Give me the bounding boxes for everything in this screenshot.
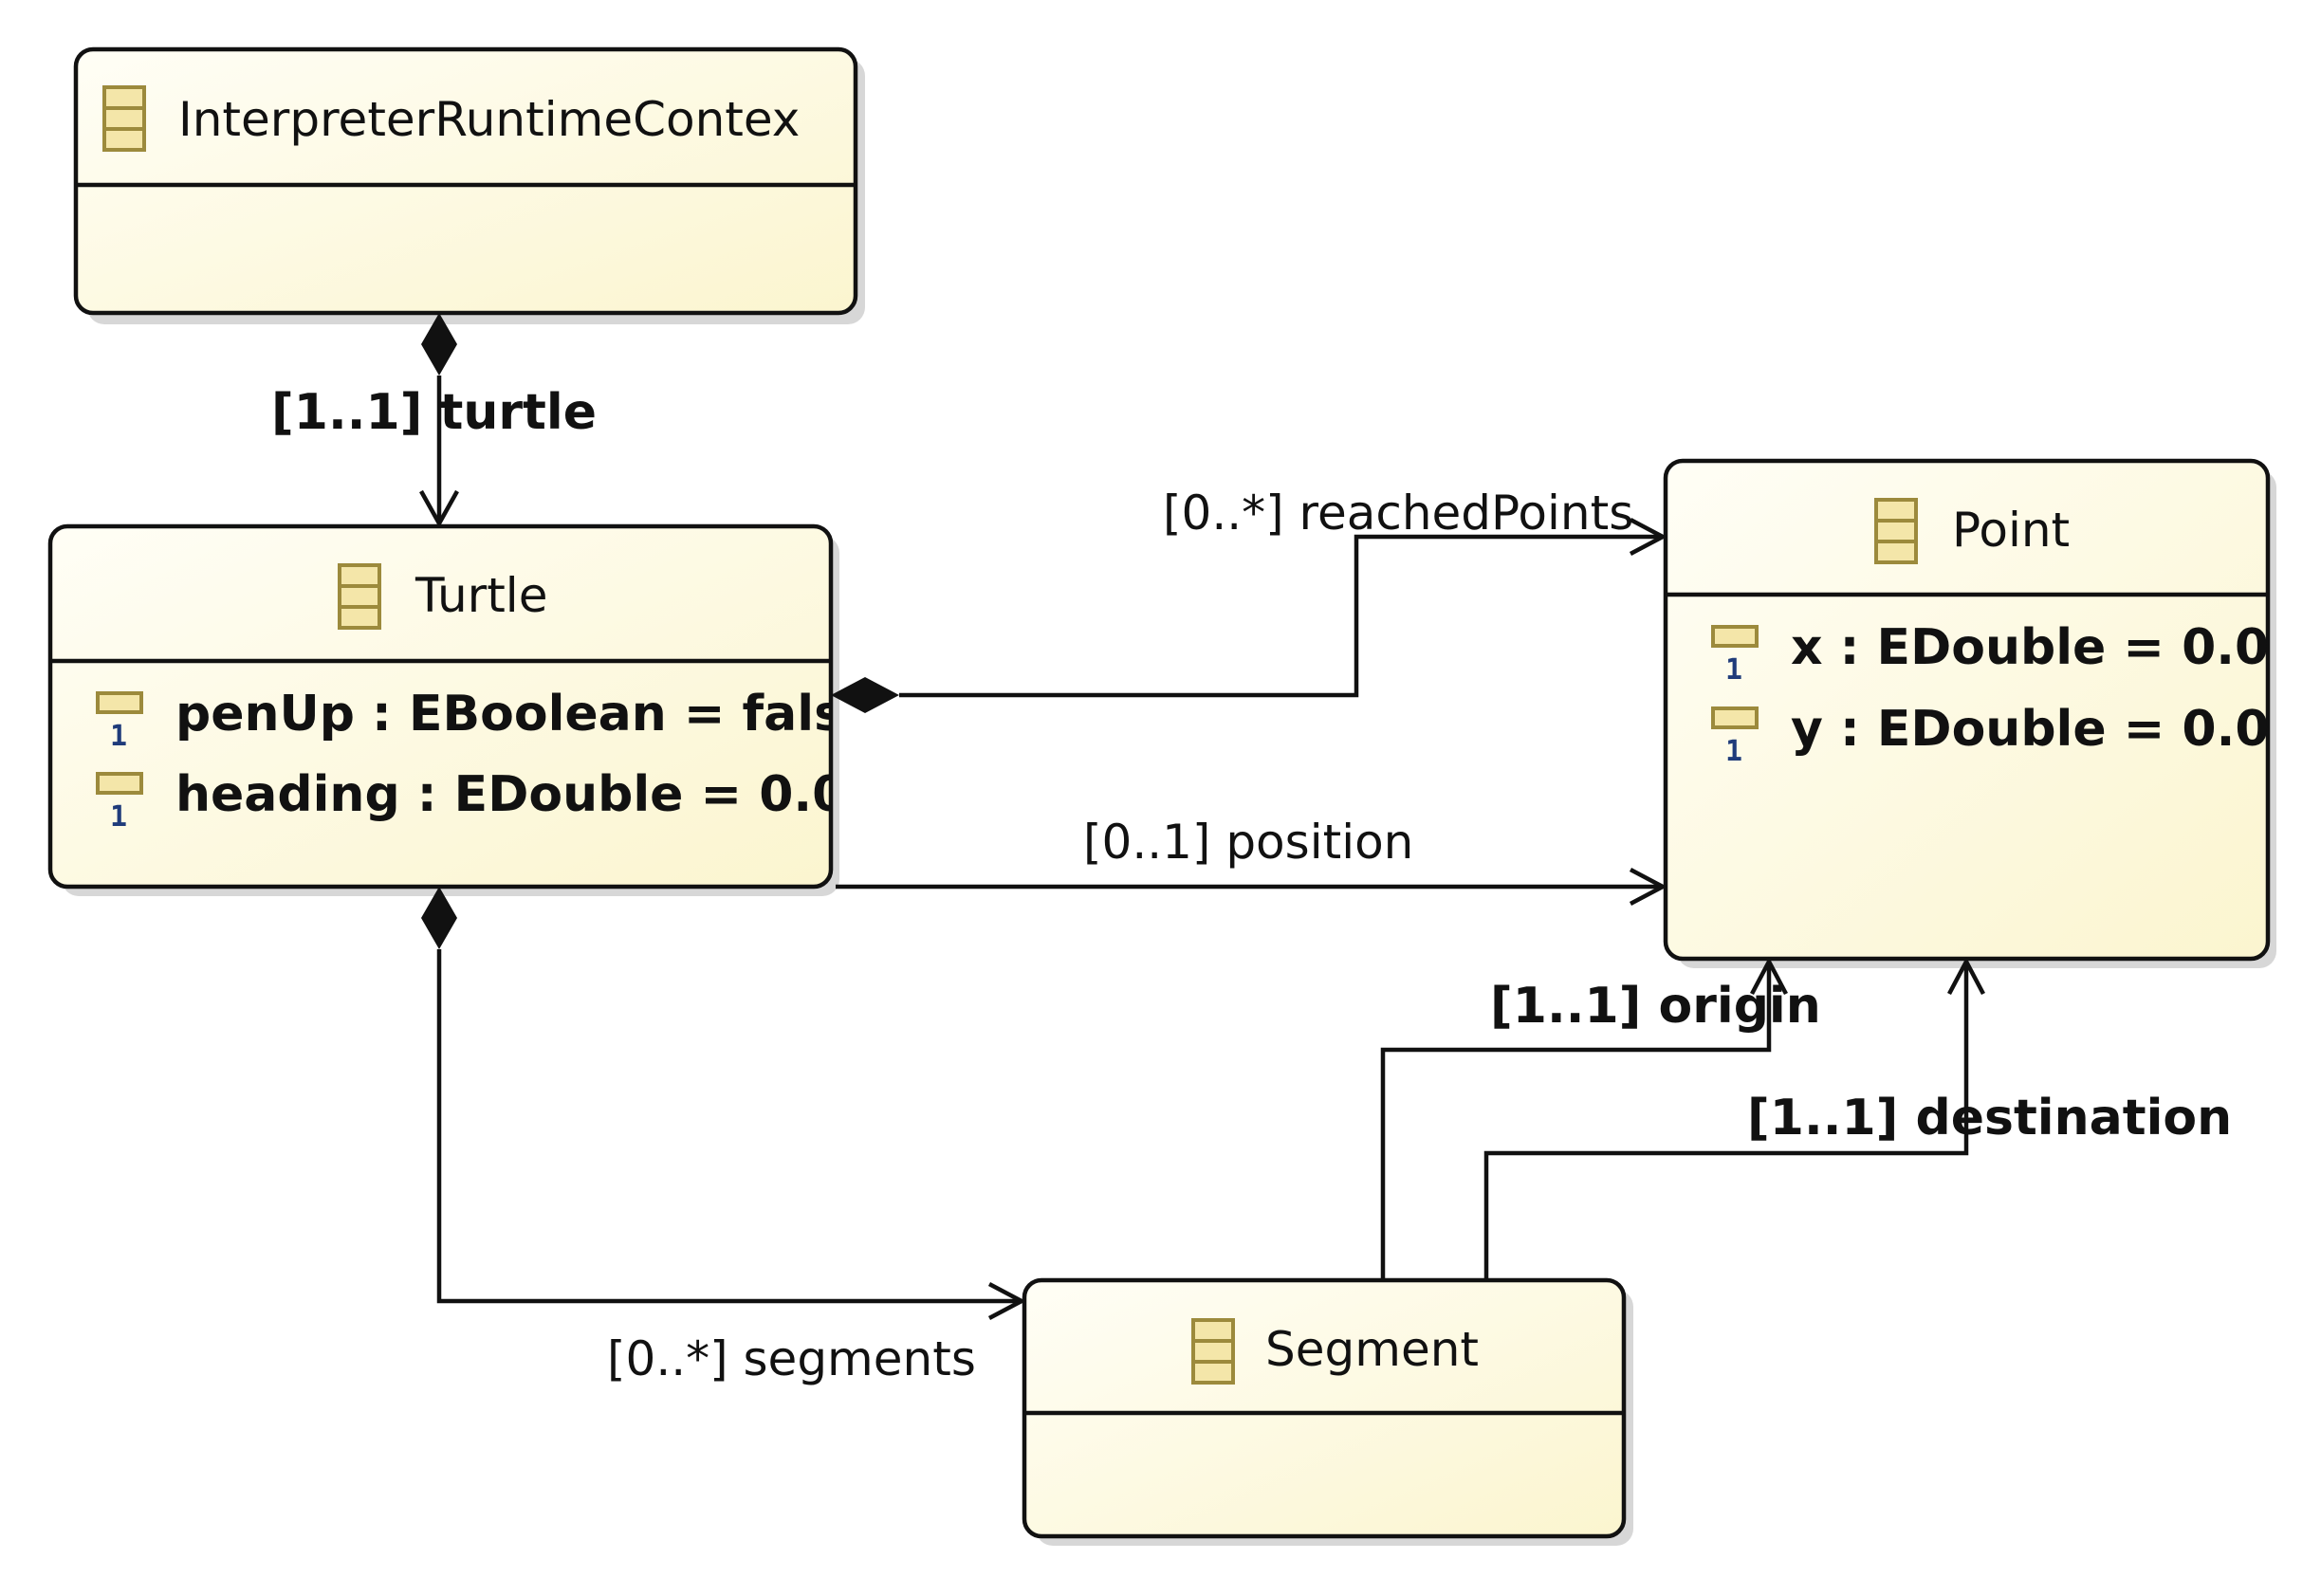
eattribute-icon: 1: [96, 691, 143, 753]
reference-label: [0..1] position: [1083, 815, 1413, 870]
arrow-head: [987, 1282, 1026, 1320]
reference-label: [0..*] segments: [607, 1331, 976, 1386]
eclass-icon: [1874, 498, 1918, 564]
reference-label: [0..*] reachedPoints: [1163, 486, 1633, 541]
eclass-icon: [338, 563, 381, 630]
eclass-icon: [102, 85, 146, 152]
arrow-head: [1629, 518, 1667, 556]
reference-label: [1..1] origin: [1490, 978, 1821, 1035]
class-name: Turtle: [414, 568, 547, 623]
reference-turtle[interactable]: [1..1] turtle: [271, 313, 597, 528]
attribute-row[interactable]: 1 heading : EDouble = 0.0: [96, 766, 846, 834]
class-segment[interactable]: Segment: [1022, 1277, 1633, 1546]
svg-text:1: 1: [110, 800, 127, 834]
attribute-x: x : EDouble = 0.0: [1791, 619, 2269, 676]
attribute-row[interactable]: 1 x : EDouble = 0.0: [1711, 619, 2269, 687]
eattribute-icon: 1: [1711, 706, 1759, 768]
class-name: Segment: [1265, 1322, 1479, 1377]
reference-destination[interactable]: [1..1] destination: [1483, 957, 2232, 1280]
eattribute-icon: 1: [96, 772, 143, 834]
eclass-icon: [1191, 1318, 1235, 1385]
reference-reached-points[interactable]: [0..*] reachedPoints: [831, 486, 1667, 713]
arrow-head: [1629, 868, 1667, 906]
reference-origin[interactable]: [1..1] origin: [1380, 957, 1821, 1280]
arrow-head: [419, 489, 459, 528]
class-name: Point: [1952, 503, 2070, 558]
arrow-head: [1750, 957, 1788, 996]
containment-diamond: [831, 677, 899, 713]
attribute-heading: heading : EDouble = 0.0: [175, 766, 846, 823]
attribute-penup: penUp : EBoolean = false: [175, 686, 876, 743]
attribute-y: y : EDouble = 0.0: [1791, 701, 2270, 758]
class-point[interactable]: Point 1 x : EDouble = 0.0 1 y : EDouble …: [1663, 458, 2276, 968]
containment-diamond: [421, 887, 457, 949]
svg-text:1: 1: [1725, 735, 1742, 768]
eattribute-icon: 1: [1711, 625, 1759, 687]
class-name: InterpreterRuntimeContex: [178, 92, 800, 147]
reference-segments[interactable]: [0..*] segments: [421, 887, 1026, 1386]
svg-text:1: 1: [110, 720, 127, 753]
class-interpreter-runtime-context[interactable]: InterpreterRuntimeContex: [73, 46, 865, 324]
arrow-head: [1947, 957, 1985, 996]
reference-label: [1..1] turtle: [271, 384, 597, 441]
attribute-row[interactable]: 1 penUp : EBoolean = false: [96, 686, 876, 753]
svg-text:1: 1: [1725, 653, 1742, 687]
reference-label: [1..1] destination: [1747, 1090, 2232, 1147]
containment-diamond: [421, 313, 457, 376]
reference-position[interactable]: [0..1] position: [836, 815, 1667, 906]
attribute-row[interactable]: 1 y : EDouble = 0.0: [1711, 701, 2270, 768]
class-turtle[interactable]: Turtle 1 penUp : EBoolean = false 1 head…: [47, 523, 876, 896]
